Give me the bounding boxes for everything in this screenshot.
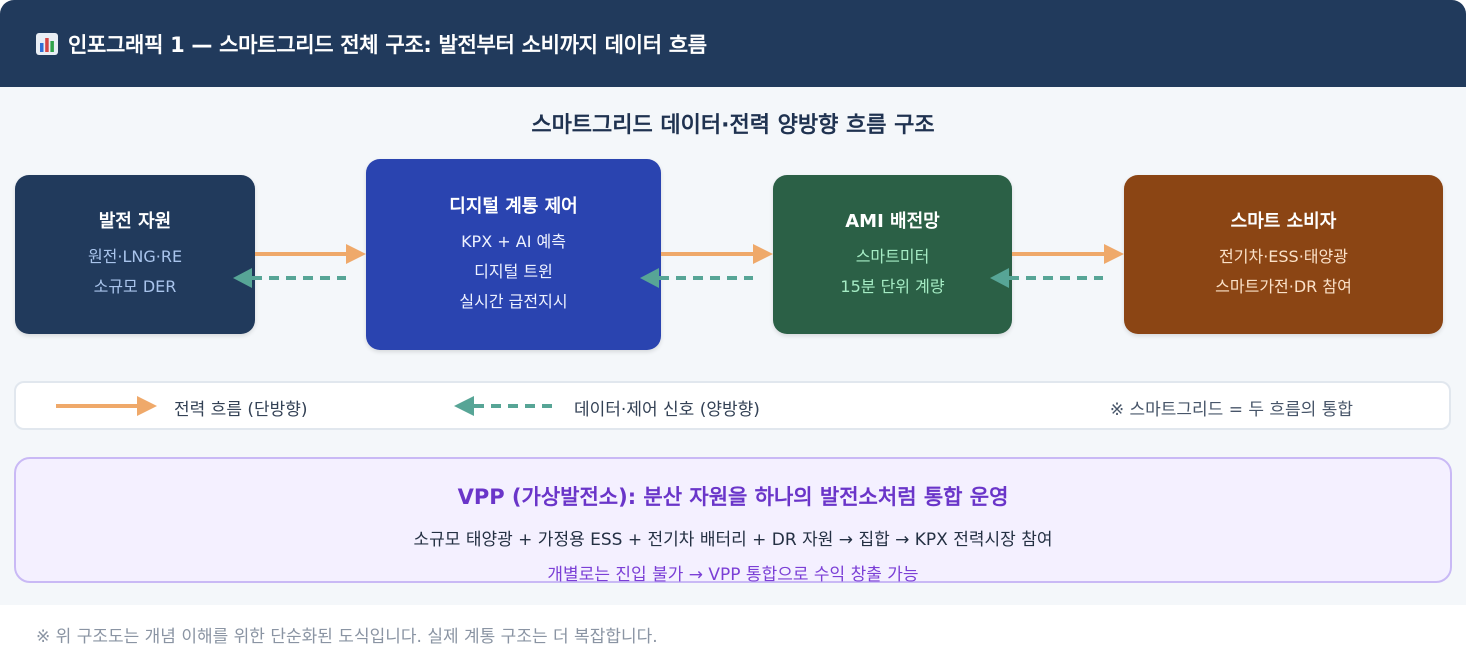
node-line: 전기차·ESS·태양광 [1219,247,1348,266]
bar-chart-icon [36,32,58,55]
flow-arrows [233,244,1124,288]
header-bar: 인포그래픽 1 — 스마트그리드 전체 구조: 발전부터 소비까지 데이터 흐름 [0,0,1466,87]
node-digital-grid-control: 디지털 계통 제어 KPX + AI 예측 디지털 트윈 실시간 급전지시 [366,159,661,350]
power-arrow-2 [661,244,773,264]
node-title: 스마트 소비자 [1230,211,1337,232]
legend-power-arrow-icon [56,396,157,416]
legend-data-arrow-icon [454,396,552,416]
node-line: 실시간 급전지시 [459,292,568,311]
node-generation-resources: 발전 자원 원전·LNG·RE 소규모 DER [15,175,255,334]
node-line: KPX + AI 예측 [461,232,566,251]
node-line: 소규모 DER [93,277,177,296]
vpp-panel: VPP (가상발전소): 분산 자원을 하나의 발전소처럼 통합 운영 소규모 … [14,457,1452,585]
vpp-subline: 개별로는 진입 불가 → VPP 통합으로 수익 창출 가능 [547,565,919,585]
diagram-canvas: 스마트그리드 데이터·전력 양방향 흐름 구조 발전 자원 원전·LNG·RE … [0,87,1466,605]
power-arrow-1 [255,244,366,264]
legend: 전력 흐름 (단방향) 데이터·제어 신호 (양방향) ※ 스마트그리드 = 두… [14,381,1451,430]
node-ami-distribution: AMI 배전망 스마트미터 15분 단위 계량 [773,175,1012,334]
footnote: ※ 위 구조도는 개념 이해를 위한 단순화된 도식입니다. 실제 계통 구조는… [36,627,658,647]
node-line: 스마트미터 [855,247,930,266]
node-smart-consumer: 스마트 소비자 전기차·ESS·태양광 스마트가전·DR 참여 [1124,175,1443,334]
vpp-title: VPP (가상발전소): 분산 자원을 하나의 발전소처럼 통합 운영 [457,485,1009,509]
node-line: 원전·LNG·RE [87,247,183,266]
power-arrow-3 [1012,244,1124,264]
data-arrow-3 [990,268,1103,288]
data-arrow-1 [233,268,346,288]
legend-data-label: 데이터·제어 신호 (양방향) [574,400,760,420]
node-title: AMI 배전망 [845,211,940,232]
legend-power-label: 전력 흐름 (단방향) [174,400,308,420]
node-line: 디지털 트윈 [474,262,553,281]
page-title: 인포그래픽 1 — 스마트그리드 전체 구조: 발전부터 소비까지 데이터 흐름 [68,32,707,57]
node-title: 발전 자원 [98,211,172,232]
node-title: 디지털 계통 제어 [449,196,578,217]
node-line: 15분 단위 계량 [840,277,945,296]
diagram-title: 스마트그리드 데이터·전력 양방향 흐름 구조 [531,113,935,138]
legend-note: ※ 스마트그리드 = 두 흐름의 통합 [1109,400,1353,420]
node-line: 스마트가전·DR 참여 [1215,277,1352,296]
vpp-description: 소규모 태양광 + 가정용 ESS + 전기차 배터리 + DR 자원 → 집합… [413,530,1053,550]
data-arrow-2 [640,268,753,288]
